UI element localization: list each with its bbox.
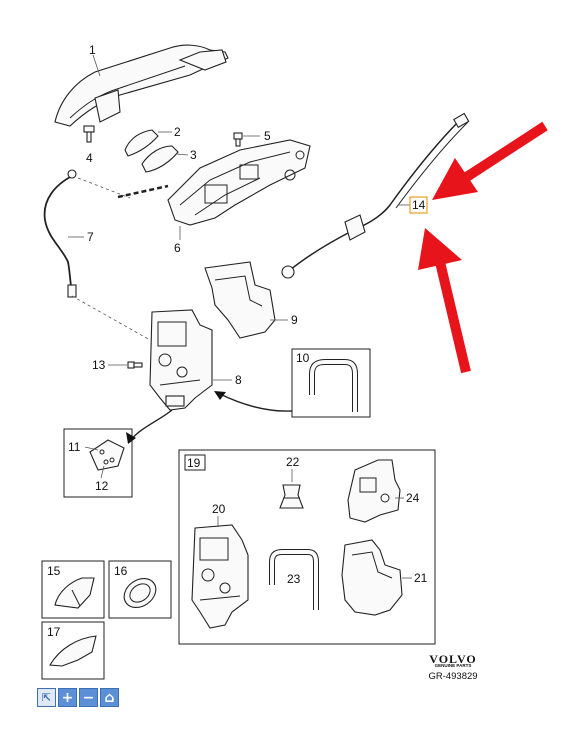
bolt-part (233, 132, 243, 147)
cable-part (43, 169, 77, 298)
screw-13-part (127, 361, 143, 369)
callout-13: 13 (92, 358, 106, 372)
box-15 (41, 560, 105, 619)
callout-12: 12 (95, 479, 109, 493)
hose-23-part (269, 549, 319, 610)
cover-21-part (341, 539, 403, 616)
brand-logo: VOLVO (429, 652, 477, 666)
door-lock-part (149, 309, 213, 411)
callout-2: 2 (174, 125, 181, 139)
exterior-handle-part (54, 44, 229, 127)
callout-14: 14 (412, 198, 426, 212)
callout-22: 22 (286, 455, 300, 469)
callout-6: 6 (174, 241, 181, 255)
home-icon-button[interactable]: ⌂ (100, 688, 119, 707)
callout-4: 4 (86, 151, 93, 165)
bump-stop-part (279, 484, 304, 509)
callout-17: 17 (47, 625, 61, 639)
callout-11: 11 (68, 440, 81, 454)
callout-10: 10 (296, 351, 310, 365)
gasket-part (124, 129, 179, 173)
callout-20: 20 (212, 502, 226, 516)
box-10 (291, 348, 371, 418)
callout-1: 1 (89, 43, 96, 57)
red-arrow-upper (432, 121, 548, 200)
zoom-toolbar: ⇱ + − ⌂ (37, 688, 119, 707)
callout-8: 8 (235, 373, 242, 387)
bracket-24-part (347, 459, 401, 523)
screw-part (83, 125, 95, 143)
release-cable-part (281, 112, 470, 279)
handle-carrier-part (167, 139, 311, 226)
brand-tagline: GENUINE PARTS (434, 663, 472, 668)
box-17 (41, 621, 105, 680)
box-16 (108, 560, 172, 619)
lock-cover-part (204, 261, 276, 339)
pointer-tool-button[interactable]: ⇱ (37, 688, 56, 707)
zoom-in-button[interactable]: + (58, 688, 77, 707)
callout-19: 19 (187, 456, 201, 470)
callout-5: 5 (264, 129, 271, 143)
callout-16: 16 (114, 564, 128, 578)
lock-20-part (191, 524, 249, 629)
callout-15: 15 (47, 564, 61, 578)
callout-21: 21 (414, 571, 428, 585)
box-11 (63, 428, 133, 498)
callout-23: 23 (287, 572, 301, 586)
callout-24: 24 (406, 491, 420, 505)
zoom-out-button[interactable]: − (79, 688, 98, 707)
red-arrow-lower (418, 228, 471, 374)
callout-14-box (409, 196, 428, 214)
callout-7: 7 (87, 230, 94, 244)
callout-3: 3 (190, 148, 197, 162)
callout-9: 9 (291, 313, 298, 327)
diagram-reference: GR-493829 (428, 671, 478, 682)
